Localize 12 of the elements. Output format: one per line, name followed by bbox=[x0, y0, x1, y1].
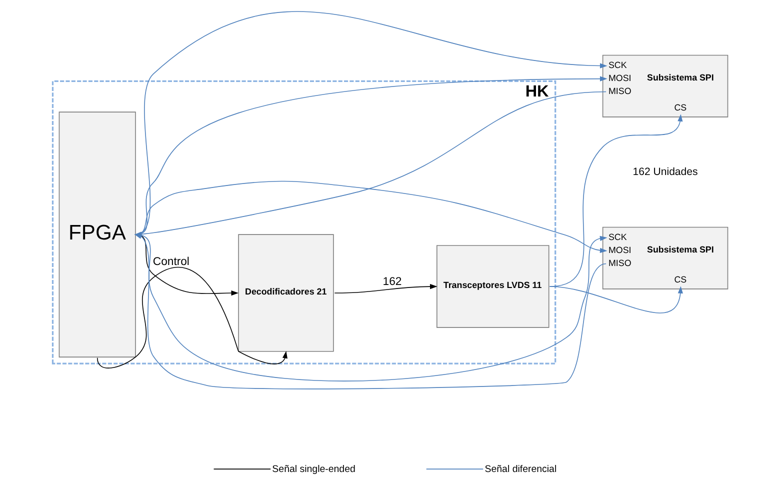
node-box: FPGA bbox=[58, 112, 136, 358]
node-box: Transceptores LVDS 11 bbox=[436, 245, 549, 328]
edge-label: Control bbox=[152, 256, 189, 268]
edge-label: 162 bbox=[382, 276, 402, 288]
arrow bbox=[134, 234, 238, 296]
legend-label: Señal single-ended bbox=[272, 464, 355, 475]
node-box: Decodificadores 21 bbox=[238, 234, 334, 352]
legend-label: Señal diferencial bbox=[484, 464, 556, 475]
arrow bbox=[334, 284, 437, 294]
arrow bbox=[548, 286, 682, 314]
label: 162 Unidades bbox=[632, 166, 698, 178]
arrow bbox=[96, 266, 287, 368]
